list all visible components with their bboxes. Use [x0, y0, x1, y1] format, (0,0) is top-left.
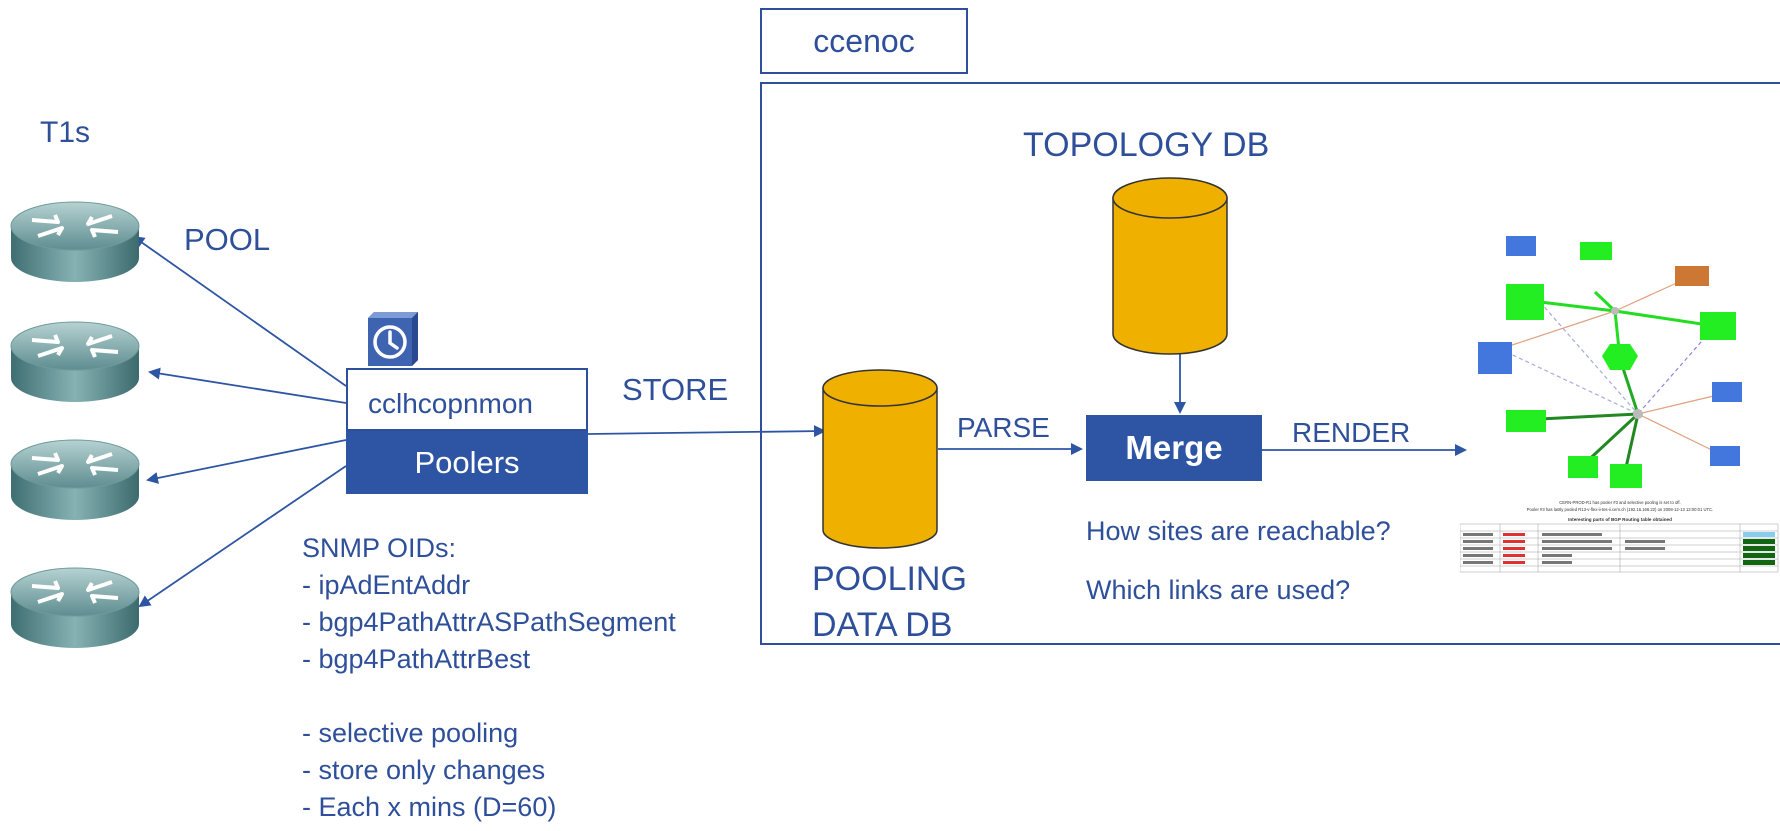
feature-item: - store only changes [302, 755, 546, 785]
clock-icon [368, 312, 418, 366]
topology-snapshot: CERN-PROD-R1 has pooler #3 and selective… [1459, 214, 1780, 574]
monitor-hostname: cclhcopnmon [368, 388, 533, 419]
topology-db-label: TOPOLOGY DB [1023, 126, 1270, 164]
question-links: Which links are used? [1086, 575, 1351, 605]
store-label: STORE [622, 372, 729, 407]
database-icon [822, 369, 938, 549]
pooling-db-label-2: DATA DB [812, 606, 953, 644]
question-reachable: How sites are reachable? [1086, 516, 1391, 546]
notes-spacer [302, 678, 676, 715]
merge-box: Merge [1086, 415, 1262, 481]
poolers-label: Poolers [414, 444, 520, 480]
snmp-notes: SNMP OIDs: - ipAdEntAddr - bgp4PathAttrA… [302, 530, 676, 826]
database-icon [1112, 177, 1228, 355]
arrow-pool-router-3 [146, 439, 347, 484]
router-icon [10, 321, 140, 402]
arrow-pool-router-4 [138, 465, 347, 608]
poolers-box: Poolers [346, 431, 588, 494]
snapshot-caption: CERN-PROD-R1 has pooler #3 and selective… [1559, 500, 1680, 505]
pool-label: POOL [184, 222, 271, 257]
ccenoc-label: ccenoc [813, 22, 915, 59]
snapshot-caption: Pooler #3 has lastly pooled R13-v-flex-i… [1527, 507, 1713, 512]
arrow-pool-router-2 [148, 367, 347, 404]
router-icon [10, 439, 140, 520]
router-icon [10, 201, 140, 282]
t1s-label: T1s [40, 116, 91, 149]
arrow-pool-router-1 [132, 235, 347, 387]
router-icon [10, 567, 140, 648]
ccenoc-tab: ccenoc [760, 8, 968, 74]
oid-item: - bgp4PathAttrASPathSegment [302, 607, 676, 637]
parse-label: PARSE [957, 412, 1050, 443]
feature-item: - Each x mins (D=60) [302, 792, 557, 822]
arrow-store [587, 425, 826, 438]
feature-item: - selective pooling [302, 718, 519, 748]
pooling-db-label-1: POOLING [812, 560, 967, 598]
oid-item: - bgp4PathAttrBest [302, 644, 531, 674]
snapshot-table-title: Interesting parts of BGP Routing table o… [1568, 517, 1672, 522]
merge-label: Merge [1125, 429, 1223, 466]
notes-title: SNMP OIDs: [302, 533, 457, 563]
ccenoc-frame [760, 82, 1780, 645]
topology-graph: CERN-PROD-R1 has pooler #3 and selective… [1459, 236, 1779, 573]
monitor-host-box: cclhcopnmon [346, 368, 588, 431]
oid-item: - ipAdEntAddr [302, 570, 471, 600]
render-label: RENDER [1292, 417, 1411, 448]
